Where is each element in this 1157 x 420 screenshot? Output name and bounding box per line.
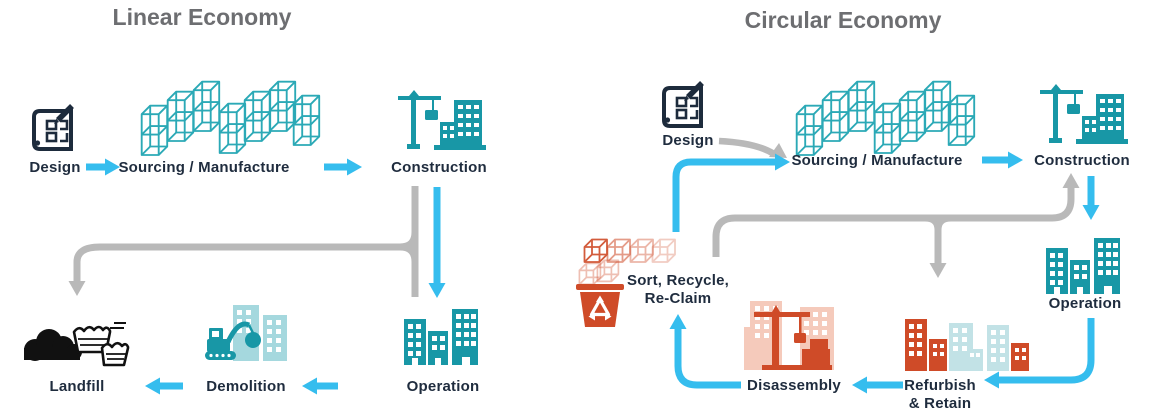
landfill-icon [24,322,130,367]
operation-icon-circular [1046,238,1120,294]
refurbish-retain-icon [905,319,1029,371]
linear-economy-title: Linear Economy [112,4,292,30]
construction-icon [398,90,486,150]
sort-line2: Re-Claim [644,290,712,307]
circular-gray-reclaim-path [712,137,1075,263]
design-icon-circular [664,83,702,126]
linear-gray-waste-path [73,186,419,297]
circular-operation-label: Operation [1048,295,1122,312]
sourcing-cubes-icon-circular [795,80,976,156]
circular-economy-title: Circular Economy [744,7,942,33]
linear-gray-arrowhead-landfill [68,281,86,296]
refurbish-line1: Refurbish [904,377,976,394]
linear-operation-label: Operation [406,378,480,395]
linear-demolition-label: Demolition [206,378,286,395]
circular-gray-arrowhead-refurbish [929,263,947,278]
linear-construction-label: Construction [391,159,487,176]
circular-cyan-arrowheads [669,151,1100,394]
construction-icon-circular [1040,84,1128,144]
sourcing-cubes-icon [140,80,321,156]
operation-icon [404,309,478,365]
sort-line1: Sort, Recycle, [626,272,730,289]
demolition-icon [205,305,287,361]
recycle-bin-icon [576,284,624,327]
circular-gray-arrowhead-sourcing [769,143,787,158]
circular-sourcing-label: Sourcing / Manufacture [791,152,963,169]
linear-design-label: Design [29,159,81,176]
disassembly-icon [744,301,834,370]
circular-disassembly-label: Disassembly [747,377,841,394]
linear-cyan-flow [86,163,441,390]
circular-gray-arrowhead-construction [1062,173,1080,188]
refurbish-line2: & Retain [908,395,972,412]
circular-sort-recycle-label: Sort, Recycle, Re-Claim [627,272,729,308]
linear-sourcing-label: Sourcing / Manufacture [118,159,290,176]
circular-construction-label: Construction [1034,152,1130,169]
circular-cyan-flow [672,156,1095,389]
circular-design-label: Design [662,132,714,149]
design-icon [34,106,72,149]
linear-cyan-arrowheads [105,158,446,395]
circular-refurbish-label: Refurbish & Retain [904,377,976,413]
linear-landfill-label: Landfill [49,378,105,395]
